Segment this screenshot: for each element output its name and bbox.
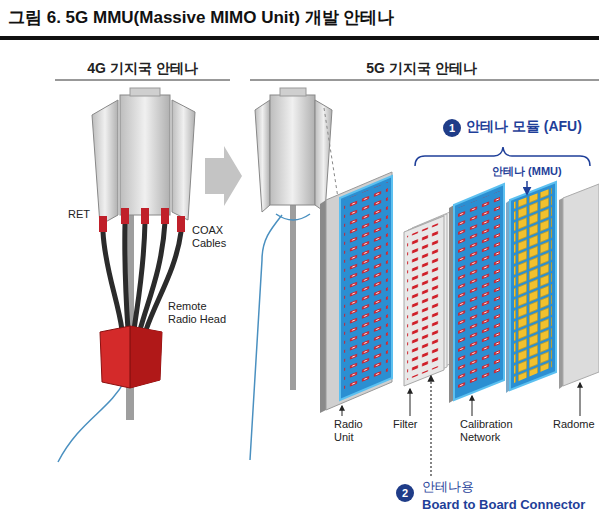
part-label: COAX Cables bbox=[192, 224, 242, 250]
section-heading: 5G 기지국 안테나 bbox=[247, 60, 596, 77]
figure-title: 그림 6. 5G MMU(Massive MIMO Unit) 개발 안테나 bbox=[8, 8, 394, 28]
callout-label: 안테나용 bbox=[422, 479, 474, 495]
callout-number-text: 2 bbox=[402, 488, 408, 499]
callout-title: 안테나 모듈 (AFU) bbox=[466, 118, 582, 135]
callout-number-text: 1 bbox=[449, 123, 455, 134]
part-label: Calibration Network bbox=[460, 418, 522, 444]
part-label: Filter bbox=[393, 418, 417, 431]
part-label: Radio Unit bbox=[334, 418, 374, 444]
section-heading: 4G 기지국 안테나 bbox=[55, 60, 230, 77]
callout-label: 안테나 (MMU) bbox=[492, 165, 562, 178]
callout-title: Board to Board Connector bbox=[422, 497, 585, 513]
part-label: RET bbox=[68, 208, 90, 221]
part-label: Remote Radio Head bbox=[168, 300, 230, 326]
part-label: Radome bbox=[553, 418, 595, 431]
callout-number: 2 bbox=[396, 484, 414, 502]
callout-number: 1 bbox=[443, 119, 461, 137]
